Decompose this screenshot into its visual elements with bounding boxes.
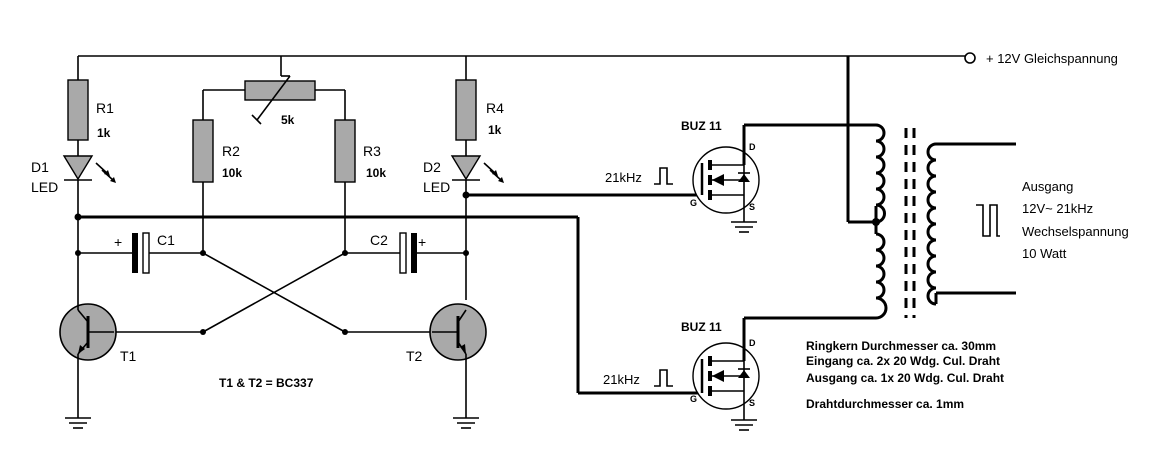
d2-name: D2 [423, 159, 441, 175]
r3-name: R3 [363, 143, 381, 159]
r1-value: 1k [97, 126, 111, 140]
supply-rail: + 12V Gleichspannung [78, 51, 1118, 66]
pot-network: 5k [202, 56, 346, 127]
mosfet-top-source: S [749, 202, 755, 212]
mosfet-bottom-drain: D [749, 338, 756, 348]
ground-t1 [65, 417, 91, 429]
c1-capacitor: + C1 [78, 232, 203, 274]
t2-name: T2 [406, 348, 423, 364]
output-line2: 12V~ 21kHz [1022, 201, 1093, 216]
d1-name: D1 [31, 159, 49, 175]
c2-capacitor: C2 + [345, 232, 466, 274]
mosfet-bottom: BUZ 11 D G S 21kHz [603, 316, 876, 431]
t2-transistor: T2 [406, 303, 487, 418]
mosfet-bottom-freq: 21kHz [603, 372, 640, 387]
c2-name: C2 [370, 232, 388, 248]
r2-value: 10k [222, 166, 242, 180]
output-line1: Ausgang [1022, 179, 1073, 194]
cross-coupling [74, 191, 470, 335]
r3-resistor: R3 10k [334, 119, 386, 253]
d1-led: D1 LED [31, 155, 116, 217]
gate-wires [78, 193, 702, 395]
mosfet-top-name: BUZ 11 [681, 119, 722, 133]
note-line4: Drahtdurchmesser ca. 1mm [806, 397, 964, 411]
c1-name: C1 [157, 232, 175, 248]
mosfet-top-freq: 21kHz [605, 170, 642, 185]
mosfet-top: BUZ 11 D G S 21kHz [605, 119, 876, 233]
output-line3: Wechselspannung [1022, 224, 1129, 239]
mosfet-top-drain: D [749, 142, 756, 152]
r2-resistor: R2 10k [192, 119, 242, 253]
r1-resistor: R1 1k [67, 56, 114, 156]
r1-name: R1 [96, 100, 114, 116]
d2-type: LED [423, 179, 450, 195]
output-info: Ausgang 12V~ 21kHz Wechselspannung 10 Wa… [1022, 179, 1129, 261]
d2-led: D2 LED [423, 155, 504, 300]
note-line3: Ausgang ca. 1x 20 Wdg. Cul. Draht [806, 371, 1004, 385]
t1-name: T1 [120, 348, 137, 364]
supply-label: + 12V Gleichspannung [986, 51, 1118, 66]
pot-value: 5k [281, 113, 295, 127]
r2-name: R2 [222, 143, 240, 159]
mosfet-bottom-gate: G [690, 394, 697, 404]
mosfet-bottom-name: BUZ 11 [681, 320, 722, 334]
t1-transistor: T1 [59, 217, 137, 418]
r4-value: 1k [488, 123, 502, 137]
transformer [846, 56, 1016, 320]
note-line1: Ringkern Durchmesser ca. 30mm [806, 339, 996, 353]
transistor-note: T1 & T2 = BC337 [219, 376, 314, 390]
r4-resistor: R4 1k [455, 56, 504, 156]
winding-notes: Ringkern Durchmesser ca. 30mm Eingang ca… [806, 339, 1004, 411]
c2-plus: + [418, 234, 426, 250]
r3-value: 10k [366, 166, 386, 180]
r4-name: R4 [486, 100, 504, 116]
note-line2: Eingang ca. 2x 20 Wdg. Cul. Draht [806, 354, 1000, 368]
mosfet-top-gate: G [690, 198, 697, 208]
mosfet-bottom-source: S [749, 398, 755, 408]
c1-plus: + [114, 234, 122, 250]
output-line4: 10 Watt [1022, 246, 1067, 261]
d1-type: LED [31, 179, 58, 195]
ground-t2 [453, 417, 479, 429]
